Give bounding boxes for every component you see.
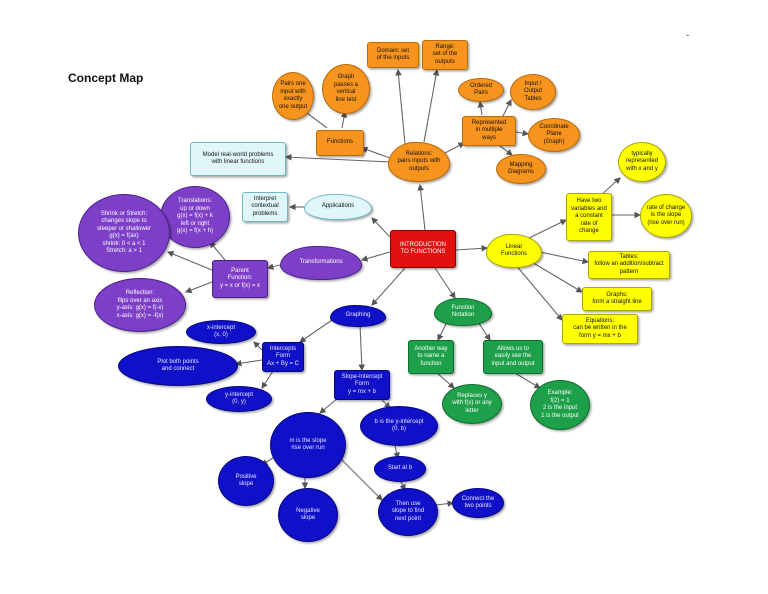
link-notation-another [437,321,448,341]
function-notation-node[interactable]: Function Notation [434,298,492,326]
intercepts-form-node[interactable]: Intercepts Form Ax + By = C [262,342,304,372]
link-functions-graph [340,110,348,129]
interpret-node[interactable]: Interpret contextual problems [242,192,288,222]
page-title: Concept Map [68,71,144,85]
plot-points-node[interactable]: Plot both points and connect [118,346,238,386]
y-intercept-node[interactable]: y-intercept (0, y) [206,386,272,412]
reflection-node[interactable]: Reflection: flips over an axis y-axis: g… [94,278,186,332]
typically-node[interactable]: typically represented with x and y [618,142,666,182]
corner-mark [686,35,689,36]
link-relations-range [423,68,440,143]
negative-slope-node[interactable]: Negative slope [278,488,338,542]
link-linear-equations [514,263,563,321]
link-intercepts-plot [234,359,263,367]
rate-of-change-node[interactable]: rate of change is the slope (rise over r… [640,194,692,238]
graphs-node[interactable]: Graphs: form a straight line [582,287,652,311]
link-linear-graphs [524,257,583,293]
represented-node[interactable]: Represented in multiple ways [462,116,516,146]
link-rep-coord [515,129,530,137]
another-way-node[interactable]: Another way to name a function [408,340,454,374]
link-center-transformations [360,251,391,262]
start-at-b-node[interactable]: Start at b [374,456,426,482]
link-allows-example [514,372,541,389]
range-node[interactable]: Range: set of the outputs [422,40,468,70]
positive-slope-node[interactable]: Positive slope [218,456,274,506]
tables-node[interactable]: Tables: follow an addition/subtract patt… [588,251,670,279]
linear-functions-node[interactable]: Linear Functions [486,234,542,268]
mapping-diagrams-node[interactable]: Mapping Diagrams [496,154,546,184]
link-parent-shrink [166,251,213,271]
link-rep-tables [501,99,512,119]
x-intercept-node[interactable]: x-intercept (x, 0) [186,320,256,344]
link-transform-parent [266,263,281,270]
link-then-connect [435,500,455,507]
two-variables-node[interactable]: Have two variables and a constant rate o… [566,193,612,241]
link-slope-m [319,397,339,414]
ordered-pairs-node[interactable]: Ordered Pairs [458,78,504,102]
link-relations-domain [395,68,406,145]
m-is-slope-node[interactable]: m is the slope rise over run [270,412,346,478]
link-center-applications [371,217,391,238]
link-center-notation [434,267,456,299]
link-m-then [337,455,383,501]
model-real-world-node[interactable]: Model real-world problems with linear fu… [190,142,286,176]
applications-node[interactable]: Applications [304,194,372,220]
pairs-one-input-node[interactable]: Pairs one input with exactly one output [272,72,314,120]
shrink-stretch-node[interactable]: Shrink or Stretch: changes slope to stee… [78,194,170,272]
graphing-node[interactable]: Graphing [330,305,386,327]
link-rep-ordered [477,100,485,116]
translations-node[interactable]: Translations: up or down g(x) = f(x) + k… [160,186,230,248]
vertical-line-test-node[interactable]: Graph passes a vertical line test [322,64,370,114]
link-linear-two [524,219,567,241]
connect-points-node[interactable]: Connect the two points [452,488,504,518]
link-relations-functions [360,146,391,159]
link-relations-model [284,153,391,163]
center-node[interactable]: INTRODUCTION TO FUNCTIONS [390,230,456,268]
io-tables-node[interactable]: Input / Output Tables [510,74,556,110]
link-center-linear [455,245,489,252]
replaces-y-node[interactable]: Replaces y with f(x) or any letter [442,384,502,424]
functions-node[interactable]: Functions [316,130,364,156]
link-graphing-slope [358,323,366,372]
link-notation-allows [477,321,491,341]
link-rep-mapping [499,145,513,156]
link-relations-represented [444,142,465,154]
transformations-node[interactable]: Transformations [280,246,362,280]
slope-intercept-form-node[interactable]: Slope-Intercept Form y = mx + b [334,370,390,400]
equations-node[interactable]: Equations: can be written in the form y … [562,314,638,344]
example-node[interactable]: Example: f(2) = 1 2 is the input 1 is th… [530,380,590,430]
then-use-slope-node[interactable]: Then use slope to find next point [378,488,438,536]
domain-node[interactable]: Domain: set of the inputs [367,42,419,68]
link-parent-translations [209,241,226,261]
link-intercepts-x [253,341,263,351]
b-is-y-intercept-node[interactable]: b is the y-intercept (0, b) [360,406,438,446]
relations-node[interactable]: Relations: pairs inputs with outputs [388,142,450,182]
coordinate-plane-node[interactable]: Coordinate Plane (Graph) [528,118,580,152]
link-center-relations [417,183,426,231]
allows-us-node[interactable]: Allows us to easily see the input and ou… [483,340,543,374]
link-parent-reflection [184,281,213,294]
link-graphing-intercepts [299,319,333,343]
link-center-graphing [371,267,406,306]
link-another-replaces [435,371,455,389]
parent-function-node[interactable]: Parent Function: y = x or f(x) = x [212,260,268,298]
